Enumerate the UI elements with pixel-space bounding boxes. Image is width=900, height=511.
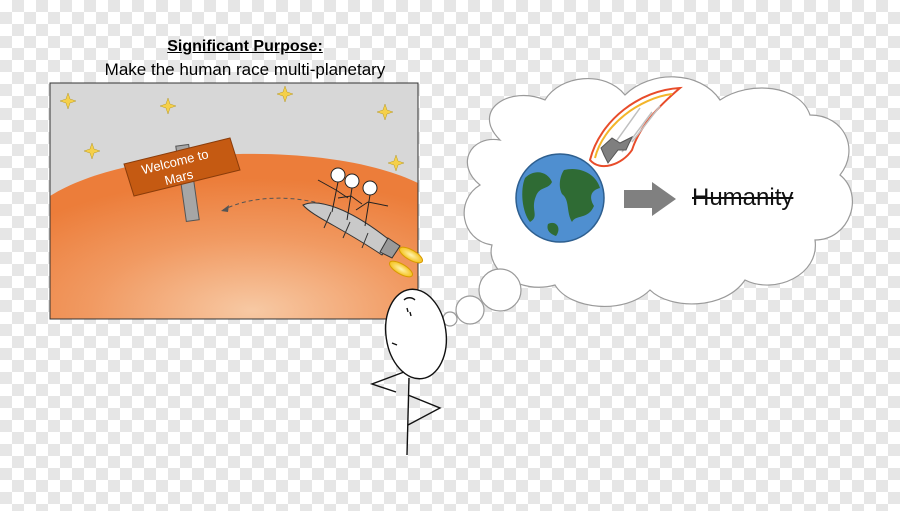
page-title: Significant Purpose: <box>167 38 323 55</box>
arrow-icon <box>624 182 676 216</box>
rocket-icon <box>302 202 424 278</box>
star-icon <box>376 103 394 121</box>
star-icon <box>83 142 101 160</box>
star-icon <box>59 92 77 110</box>
star-icon <box>387 154 405 172</box>
asteroid-icon <box>588 86 683 168</box>
humanity-label: Humanity <box>692 184 794 211</box>
mars-panel <box>49 82 419 320</box>
thinking-person <box>369 288 448 456</box>
page-subtitle: Make the human race multi-planetary <box>104 60 386 79</box>
earth-icon <box>515 153 605 243</box>
trajectory-arrowhead <box>221 205 229 212</box>
star-icon <box>276 85 294 103</box>
trajectory-line <box>222 197 323 211</box>
stick-figures-on-rocket <box>317 167 389 227</box>
stars <box>59 85 405 172</box>
welcome-sign <box>123 137 241 223</box>
star-icon <box>159 97 177 115</box>
